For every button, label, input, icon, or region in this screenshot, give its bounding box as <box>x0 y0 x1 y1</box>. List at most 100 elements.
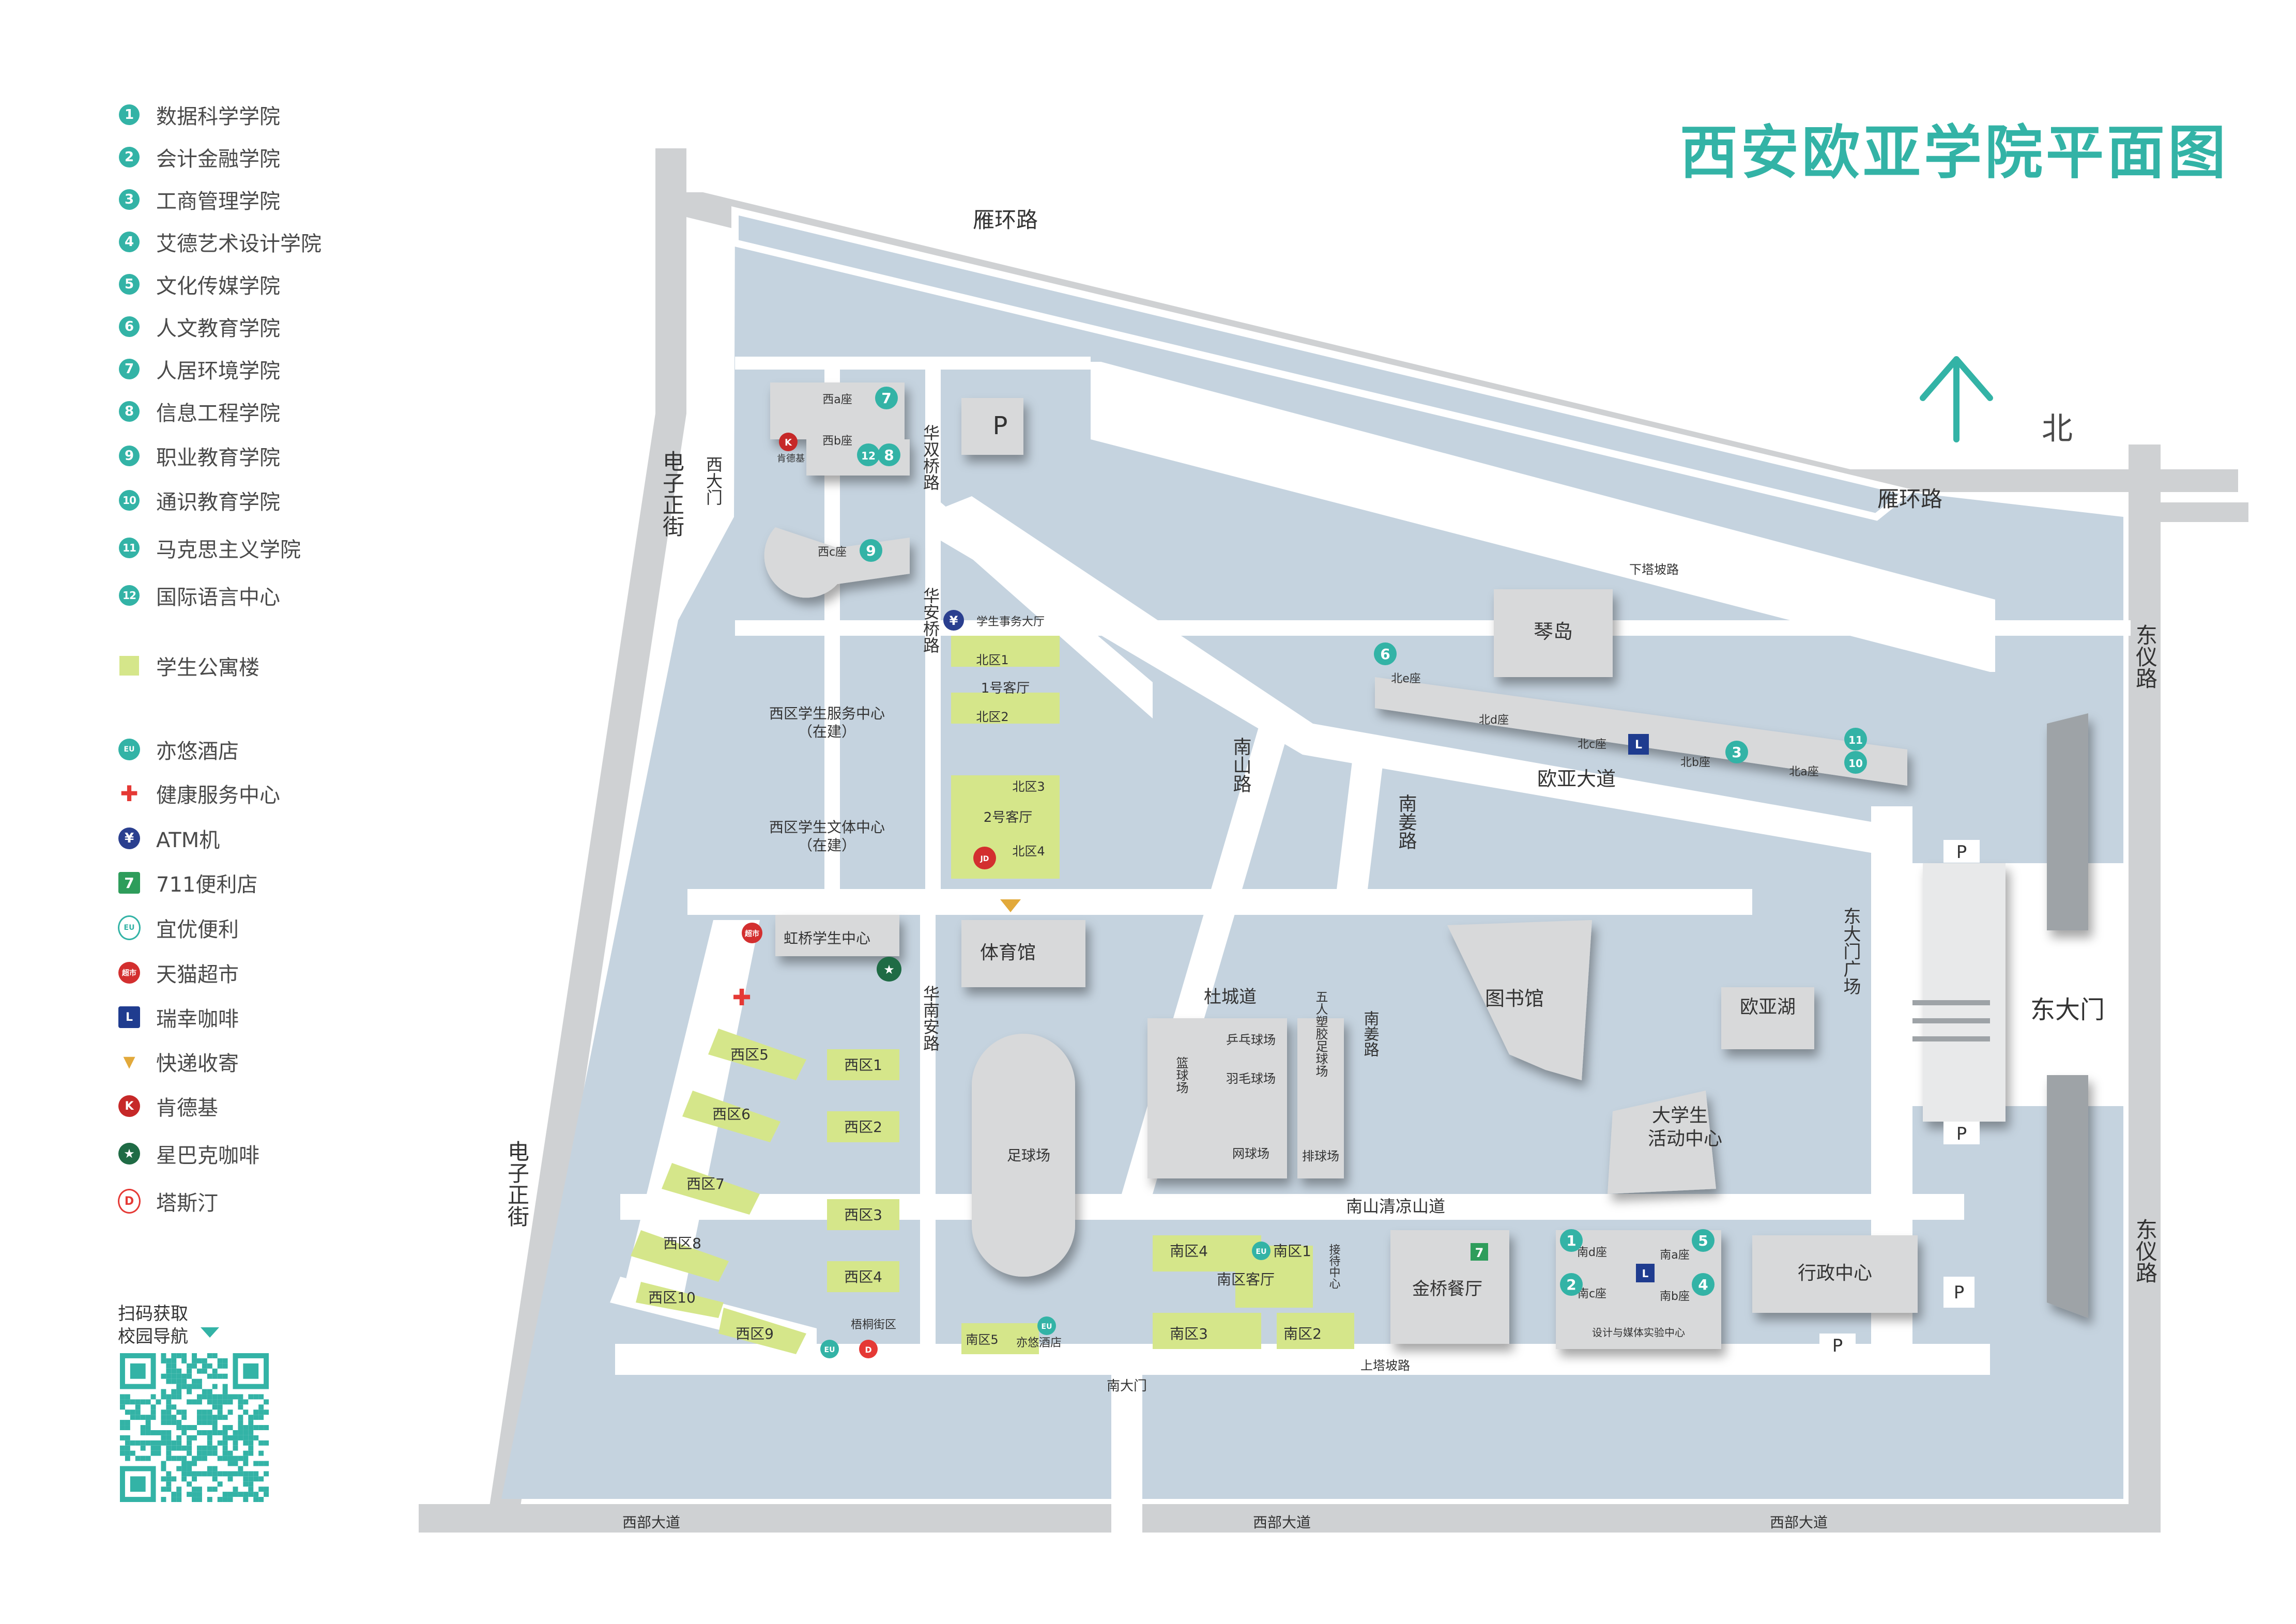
building-east-gate-wing-north <box>2047 713 2088 930</box>
legend-service-starbucks: ★ 星巴克咖啡 <box>118 1138 259 1169</box>
label-basketball: 篮球场 <box>1174 1056 1188 1094</box>
building-jinqiao <box>1390 1230 1509 1344</box>
label-xi6: 西区6 <box>712 1106 751 1123</box>
legend-college-2: 2 会计金融学院 <box>118 142 280 173</box>
label-xi5: 西区5 <box>730 1046 769 1063</box>
label-xi-c: 西c座 <box>818 546 847 559</box>
label-gym: 体育馆 <box>980 942 1036 963</box>
road-dongyi-2: 东仪路 <box>2133 1218 2158 1283</box>
tmall-icon: 超市 <box>118 961 141 984</box>
legend-college-10: 10 通识教育学院 <box>118 485 280 516</box>
building-library <box>1447 920 1592 1080</box>
building-parking-west <box>961 398 1023 455</box>
north-arrow-icon <box>1920 356 1993 442</box>
place-labels: 西a座 西b座 肯德基 西c座 P 西区学生服务中心 （在建） 西区学生文体中心… <box>648 393 1872 1350</box>
building-admin <box>1752 1235 1918 1313</box>
college-6-icon: 6 <box>118 315 141 338</box>
road-dianzizheng-1: 电子正街 <box>660 450 685 537</box>
label-jinqiao: 金桥餐厅 <box>1412 1279 1482 1299</box>
label-bei4: 北区4 <box>1012 844 1045 859</box>
gate-south: 南大门 <box>1107 1378 1147 1394</box>
college-7-icon: 7 <box>118 358 141 380</box>
label-xi4: 西区4 <box>844 1268 882 1285</box>
dorm-blocks <box>631 636 1354 1354</box>
luckin-map-icon-south: L <box>1642 1267 1649 1280</box>
road-labels: 雁环路 雁环路 东仪路 东仪路 电子正街 电子正街 西部大道 西部大道 西部大道… <box>504 207 2158 1531</box>
college-3-icon: 3 <box>118 188 141 211</box>
dorm-square-icon <box>118 654 141 677</box>
label-youyou-hotel: 亦悠酒店 <box>1016 1337 1062 1350</box>
label-xi-a: 西a座 <box>822 393 852 406</box>
legend-college-6: 6 人文教育学院 <box>118 311 280 342</box>
label-design-center: 设计与媒体实验中心 <box>1592 1326 1685 1339</box>
label-wutong: 梧桐街区 <box>851 1319 896 1331</box>
label-nan-lounge: 南区客厅 <box>1217 1271 1275 1288</box>
gate-east-square: 东大门广场 <box>1840 907 1861 995</box>
label-admin: 行政中心 <box>1798 1263 1872 1284</box>
label-xi7: 西区7 <box>686 1175 725 1192</box>
compass <box>1920 356 1993 442</box>
label-xi2: 西区2 <box>844 1119 882 1136</box>
legend-service-atm: ¥ ATM机 <box>118 823 220 854</box>
building-activity-center <box>1608 1091 1716 1194</box>
building-east-gate <box>1923 863 2006 1122</box>
label-nan-d: 南d座 <box>1577 1246 1607 1259</box>
building-gym <box>961 920 1085 987</box>
marker-1: 1 <box>1566 1232 1576 1249</box>
legend-service-eu-hotel: EU 亦悠酒店 <box>118 734 239 765</box>
qr-code-icon[interactable] <box>120 1353 269 1502</box>
atm-icon: ¥ <box>118 827 141 850</box>
building-bei-row <box>1375 677 1907 786</box>
college-1-icon: 1 <box>118 103 141 126</box>
legend-service-kfc: K 肯德基 <box>118 1091 218 1122</box>
marker-9: 9 <box>866 542 876 559</box>
luckin-map-icon-north: L <box>1635 739 1642 752</box>
label-bei-b: 北b座 <box>1680 756 1710 769</box>
campus-blocks <box>731 206 1916 521</box>
label-nan-c: 南c座 <box>1578 1288 1606 1300</box>
building-courts <box>1147 1018 1287 1178</box>
label-xiqu-culture-status: （在建） <box>798 837 856 854</box>
tmall-map-icon: 超市 <box>744 929 759 938</box>
building-ouyahu <box>1721 987 1814 1049</box>
marker-5: 5 <box>1698 1232 1708 1249</box>
label-nan4: 南区4 <box>1170 1243 1208 1260</box>
parking-east-lower: P <box>1954 1282 1965 1303</box>
east-gate-lanes <box>1912 1000 1990 1041</box>
gate-east: 东大门 <box>2030 995 2105 1024</box>
label-bei-d: 北d座 <box>1479 714 1509 727</box>
parking-east-south: P <box>1956 1124 1967 1144</box>
qr-label: 扫码获取 校园导航 <box>118 1304 188 1347</box>
college-11-icon: 11 <box>118 537 141 559</box>
legend-college-8: 8 信息工程学院 <box>118 396 280 427</box>
road-xibu-3: 西部大道 <box>1770 1514 1828 1531</box>
college-5-icon: 5 <box>118 273 141 296</box>
kfc-map-icon: K <box>785 437 792 448</box>
page-title: 西安欧亚学院平面图 <box>1680 119 2229 187</box>
college-9-icon: 9 <box>118 445 141 467</box>
label-bei-c: 北c座 <box>1578 738 1606 751</box>
compass-label: 北 <box>2042 411 2073 447</box>
gate-west: 西大门 <box>703 456 723 505</box>
road-huanan: 华南安路 <box>921 985 940 1051</box>
legend-college-12: 12 国际语言中心 <box>118 580 280 611</box>
eu-map-icon-hotel: EU <box>1042 1323 1052 1331</box>
label-kfc: 肯德基 <box>777 453 805 464</box>
yiyou-store-icon: EU <box>118 915 141 940</box>
label-qindao: 琴岛 <box>1534 620 1573 643</box>
marker-3: 3 <box>1732 744 1741 761</box>
road-beibunan: 南姜路 <box>1361 1010 1379 1057</box>
label-xiqu-service: 西区学生服务中心 <box>769 705 885 722</box>
label-lounge1: 1号客厅 <box>981 681 1030 696</box>
qr-arrow-icon <box>201 1327 219 1338</box>
college-4-icon: 4 <box>118 231 141 253</box>
building-east-gate-wing-south <box>2047 1075 2088 1318</box>
road-nanjiang: 南姜路 <box>1396 794 1417 850</box>
marker-8: 8 <box>884 447 894 464</box>
label-pingpong: 乒乓球场 <box>1226 1033 1276 1047</box>
health-map-icon: ✚ <box>732 985 752 1011</box>
atm-map-icon: ¥ <box>950 614 958 628</box>
eu-map-icon-nan: EU <box>1256 1248 1267 1256</box>
road-shangtapo: 上塔坡路 <box>1360 1358 1410 1373</box>
